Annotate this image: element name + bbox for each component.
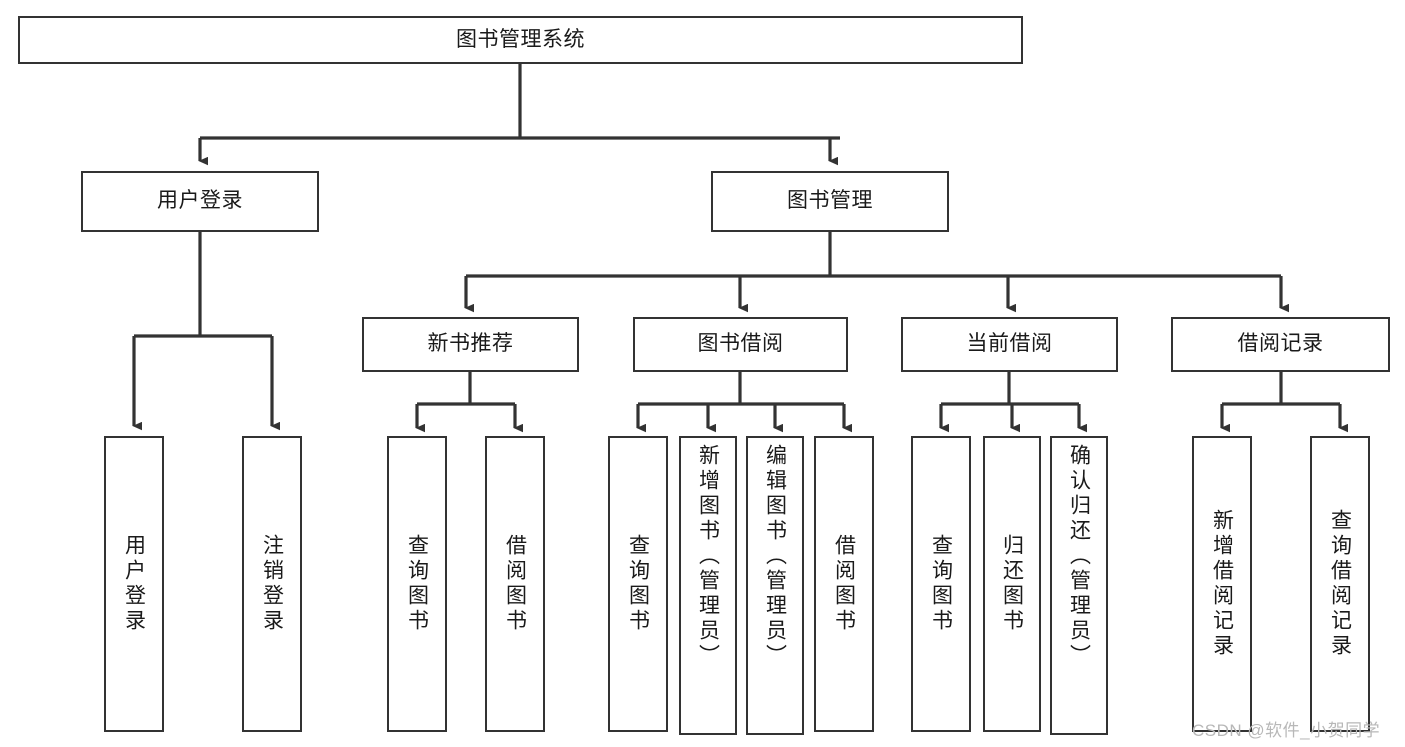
node-book-manage-label: 图书管理	[787, 189, 873, 213]
node-leaf-confirm-return[interactable]: 确认归还（管理员）	[1050, 436, 1108, 735]
node-book-manage[interactable]: 图书管理	[711, 171, 949, 232]
node-user-login-label: 用户登录	[157, 189, 243, 213]
node-leaf-borrow-book-2[interactable]: 借阅图书	[814, 436, 874, 732]
node-leaf-add-book[interactable]: 新增图书（管理员）	[679, 436, 737, 735]
node-leaf-query-record[interactable]: 查询借阅记录	[1310, 436, 1370, 732]
node-user-login[interactable]: 用户登录	[81, 171, 319, 232]
node-leaf-borrow-book-2-label: 借阅图书	[832, 534, 856, 634]
node-leaf-return-book[interactable]: 归还图书	[983, 436, 1041, 732]
node-leaf-add-record-label: 新增借阅记录	[1210, 509, 1234, 659]
node-leaf-add-book-label: 新增图书（管理员）	[696, 444, 720, 669]
csdn-watermark: CSDN @软件_小贺同学	[1192, 721, 1381, 740]
node-current-borrow[interactable]: 当前借阅	[901, 317, 1118, 372]
node-leaf-edit-book[interactable]: 编辑图书（管理员）	[746, 436, 804, 735]
node-leaf-user-login[interactable]: 用户登录	[104, 436, 164, 732]
node-leaf-query-book-3-label: 查询图书	[929, 534, 953, 634]
node-borrow-record[interactable]: 借阅记录	[1171, 317, 1390, 372]
node-leaf-add-record[interactable]: 新增借阅记录	[1192, 436, 1252, 732]
node-leaf-query-book-2-label: 查询图书	[626, 534, 650, 634]
node-leaf-logout-label: 注销登录	[260, 534, 284, 634]
node-leaf-query-book-1-label: 查询图书	[405, 534, 429, 634]
node-book-borrow[interactable]: 图书借阅	[633, 317, 848, 372]
node-new-book-rec-label: 新书推荐	[427, 332, 514, 356]
node-leaf-return-book-label: 归还图书	[1000, 534, 1024, 634]
node-root[interactable]: 图书管理系统	[18, 16, 1023, 64]
node-borrow-record-label: 借阅记录	[1237, 332, 1324, 356]
node-root-label: 图书管理系统	[456, 27, 585, 51]
node-leaf-edit-book-label: 编辑图书（管理员）	[763, 444, 787, 669]
node-book-borrow-label: 图书借阅	[697, 332, 784, 356]
node-current-borrow-label: 当前借阅	[966, 332, 1053, 356]
node-leaf-query-book-1[interactable]: 查询图书	[387, 436, 447, 732]
node-leaf-borrow-book-1[interactable]: 借阅图书	[485, 436, 545, 732]
node-leaf-confirm-return-label: 确认归还（管理员）	[1067, 444, 1091, 669]
node-leaf-query-book-2[interactable]: 查询图书	[608, 436, 668, 732]
node-leaf-user-login-label: 用户登录	[122, 534, 146, 634]
node-leaf-query-record-label: 查询借阅记录	[1328, 509, 1352, 659]
node-leaf-borrow-book-1-label: 借阅图书	[503, 534, 527, 634]
node-leaf-query-book-3[interactable]: 查询图书	[911, 436, 971, 732]
node-new-book-rec[interactable]: 新书推荐	[362, 317, 579, 372]
node-leaf-logout[interactable]: 注销登录	[242, 436, 302, 732]
